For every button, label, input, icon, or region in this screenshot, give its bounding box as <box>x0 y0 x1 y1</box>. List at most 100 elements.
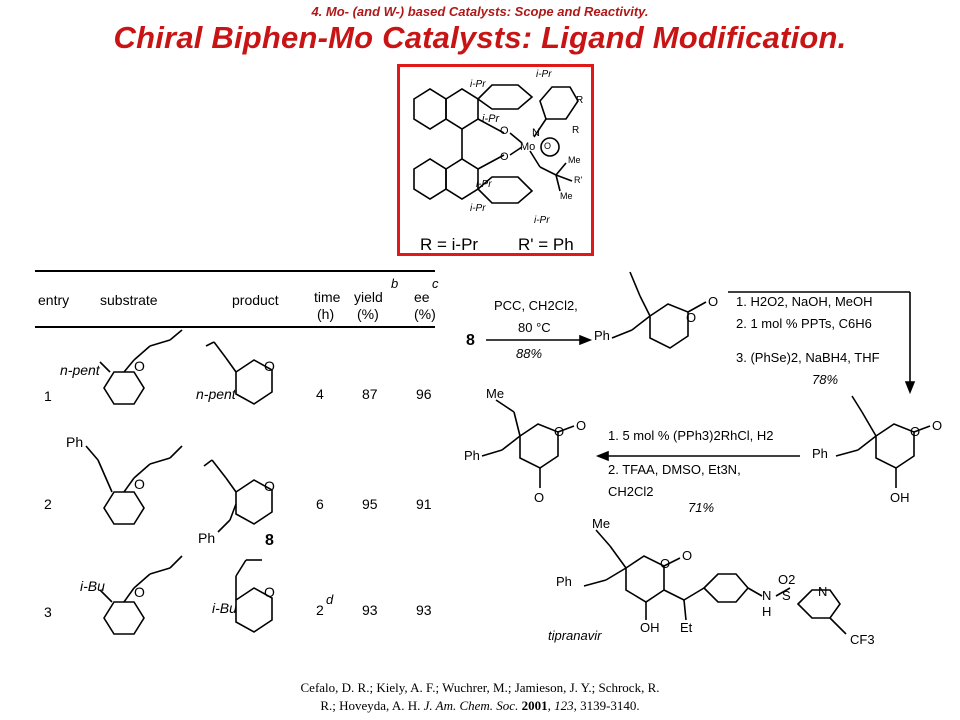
oxygen-label: O <box>682 548 693 563</box>
row3-ee: 93 <box>416 602 432 618</box>
header-product: product <box>232 292 279 308</box>
header-yield-footnote: b <box>391 276 399 291</box>
row1-entry: 1 <box>44 388 52 404</box>
citation-volume: , 123 <box>547 698 574 713</box>
phenyl-label: Ph <box>556 574 572 589</box>
header-ee-unit: (%) <box>414 306 436 322</box>
citation-line1: Cefalo, D. R.; Kiely, A. F.; Wuchrer, M.… <box>300 680 660 695</box>
oxygen-label: O <box>534 490 545 505</box>
row1-product-label: n-pent <box>196 386 236 402</box>
oxygen-label: O <box>910 424 921 439</box>
slide-subtitle: 4. Mo- (and W-) based Catalysts: Scope a… <box>311 4 649 19</box>
row2-time: 6 <box>316 496 324 512</box>
catalyst-label: i-Pr <box>536 69 552 80</box>
catalyst-label: Me <box>560 191 573 201</box>
catalyst-label: O <box>500 125 509 137</box>
sulfur-label: S <box>782 588 791 603</box>
phenyl-label: Ph <box>464 448 480 463</box>
catalyst-label: R <box>572 125 580 136</box>
row2-ee: 91 <box>416 496 432 512</box>
row2-entry: 2 <box>44 496 52 512</box>
step2-line2: 2. 1 mol % PPTs, C6H6 <box>736 316 872 331</box>
oxygen-label: O <box>576 418 587 433</box>
row3-entry: 3 <box>44 604 52 620</box>
row3-time: 2 <box>316 602 324 618</box>
catalyst-label: O <box>500 151 509 163</box>
catalyst-label: N <box>532 127 540 139</box>
hydroxyl-label: OH <box>890 490 910 505</box>
step2-yield: 78% <box>812 372 839 387</box>
step1-reagents: PCC, CH2Cl2, <box>494 298 578 313</box>
oxygen-label: O <box>932 418 943 433</box>
citation-authors: R.; Hoveyda, A. H. <box>320 698 424 713</box>
catalyst-label: R <box>576 95 584 106</box>
step3-line1: 1. 5 mol % (PPh3)2RhCl, H2 <box>608 428 774 443</box>
row1-time: 4 <box>316 386 324 402</box>
step2-line1: 1. H2O2, NaOH, MeOH <box>736 294 873 309</box>
row3-substrate-label: i-Bu <box>80 578 105 594</box>
step3-line3: CH2Cl2 <box>608 484 654 499</box>
methyl-label: Me <box>592 516 611 531</box>
hydroxyl-label: OH <box>640 620 660 635</box>
phenyl-label: Ph <box>594 328 610 343</box>
row3-time-footnote: d <box>326 592 334 607</box>
citation-line2: R.; Hoveyda, A. H. J. Am. Chem. Soc. 200… <box>0 697 960 715</box>
oxygen-label: O <box>554 424 565 439</box>
citation-pages: , 3139-3140. <box>573 698 640 713</box>
catalyst-label: i-Pr <box>476 179 492 190</box>
row1-yield: 87 <box>362 386 378 402</box>
citation: Cefalo, D. R.; Kiely, A. F.; Wuchrer, M.… <box>0 679 960 715</box>
catalyst-rprime-definition: R' = Ph <box>518 235 574 254</box>
catalyst-structure-box: i-Pr i-Pr i-Pr i-Pr i-Pr i-Pr R R Me Me … <box>397 64 594 256</box>
citation-journal: J. Am. Chem. Soc. <box>423 698 519 713</box>
sulfonyl-oxygen-label: O2 <box>778 572 796 587</box>
amine-hydrogen-label: H <box>762 604 772 619</box>
compound-8-label: 8 <box>265 532 274 549</box>
table-header-rule <box>35 326 435 328</box>
pyridine-nitrogen-label: N <box>818 584 828 599</box>
catalyst-label: Me <box>568 155 581 165</box>
step3-line2: 2. TFAA, DMSO, Et3N, <box>608 462 741 477</box>
tipranavir-label: tipranavir <box>548 628 602 643</box>
header-time: time <box>314 289 341 305</box>
step1-yield: 88% <box>516 346 543 361</box>
step2-line3: 3. (PhSe)2, NaBH4, THF <box>736 350 880 365</box>
header-ee-footnote: c <box>432 276 439 291</box>
catalyst-label: Mo <box>520 141 536 153</box>
citation-year: 2001 <box>518 698 548 713</box>
row2-product-label: Ph <box>198 530 216 546</box>
oxygen-label: O <box>264 584 275 600</box>
row2-substrate-label: Ph <box>66 434 84 450</box>
row1-substrate-label: n-pent <box>60 362 100 378</box>
scheme-start-compound: 8 <box>466 332 475 349</box>
row3-product-label: i-Bu <box>212 600 237 616</box>
step3-yield: 71% <box>688 500 715 515</box>
header-entry: entry <box>38 292 70 308</box>
phenyl-label: Ph <box>812 446 828 461</box>
catalyst-label: O <box>544 141 552 151</box>
catalyst-label: i-Pr <box>470 79 486 90</box>
row1-ee: 96 <box>416 386 432 402</box>
row3-yield: 93 <box>362 602 378 618</box>
methyl-label: Me <box>486 386 505 401</box>
header-substrate: substrate <box>100 292 158 308</box>
catalyst-label: i-Pr <box>482 113 500 125</box>
oxygen-label: O <box>708 294 719 309</box>
oxygen-label: O <box>264 358 275 374</box>
amine-nitrogen-label: N <box>762 588 772 603</box>
step1-temperature: 80 °C <box>518 320 551 335</box>
catalyst-label: R' <box>574 175 583 185</box>
substrate-1-ring <box>103 371 145 405</box>
oxygen-label: O <box>134 358 145 374</box>
slide-title: Chiral Biphen-Mo Catalysts: Ligand Modif… <box>113 20 847 55</box>
header-yield-unit: (%) <box>357 306 379 322</box>
catalyst-label: i-Pr <box>534 215 550 226</box>
header-ee: ee <box>414 289 430 305</box>
row2-yield: 95 <box>362 496 378 512</box>
table-top-rule <box>35 270 435 272</box>
trifluoromethyl-label: CF3 <box>850 632 875 647</box>
oxygen-label: O <box>264 478 275 494</box>
header-yield: yield <box>354 289 383 305</box>
catalyst-structure-drawing <box>413 84 579 204</box>
